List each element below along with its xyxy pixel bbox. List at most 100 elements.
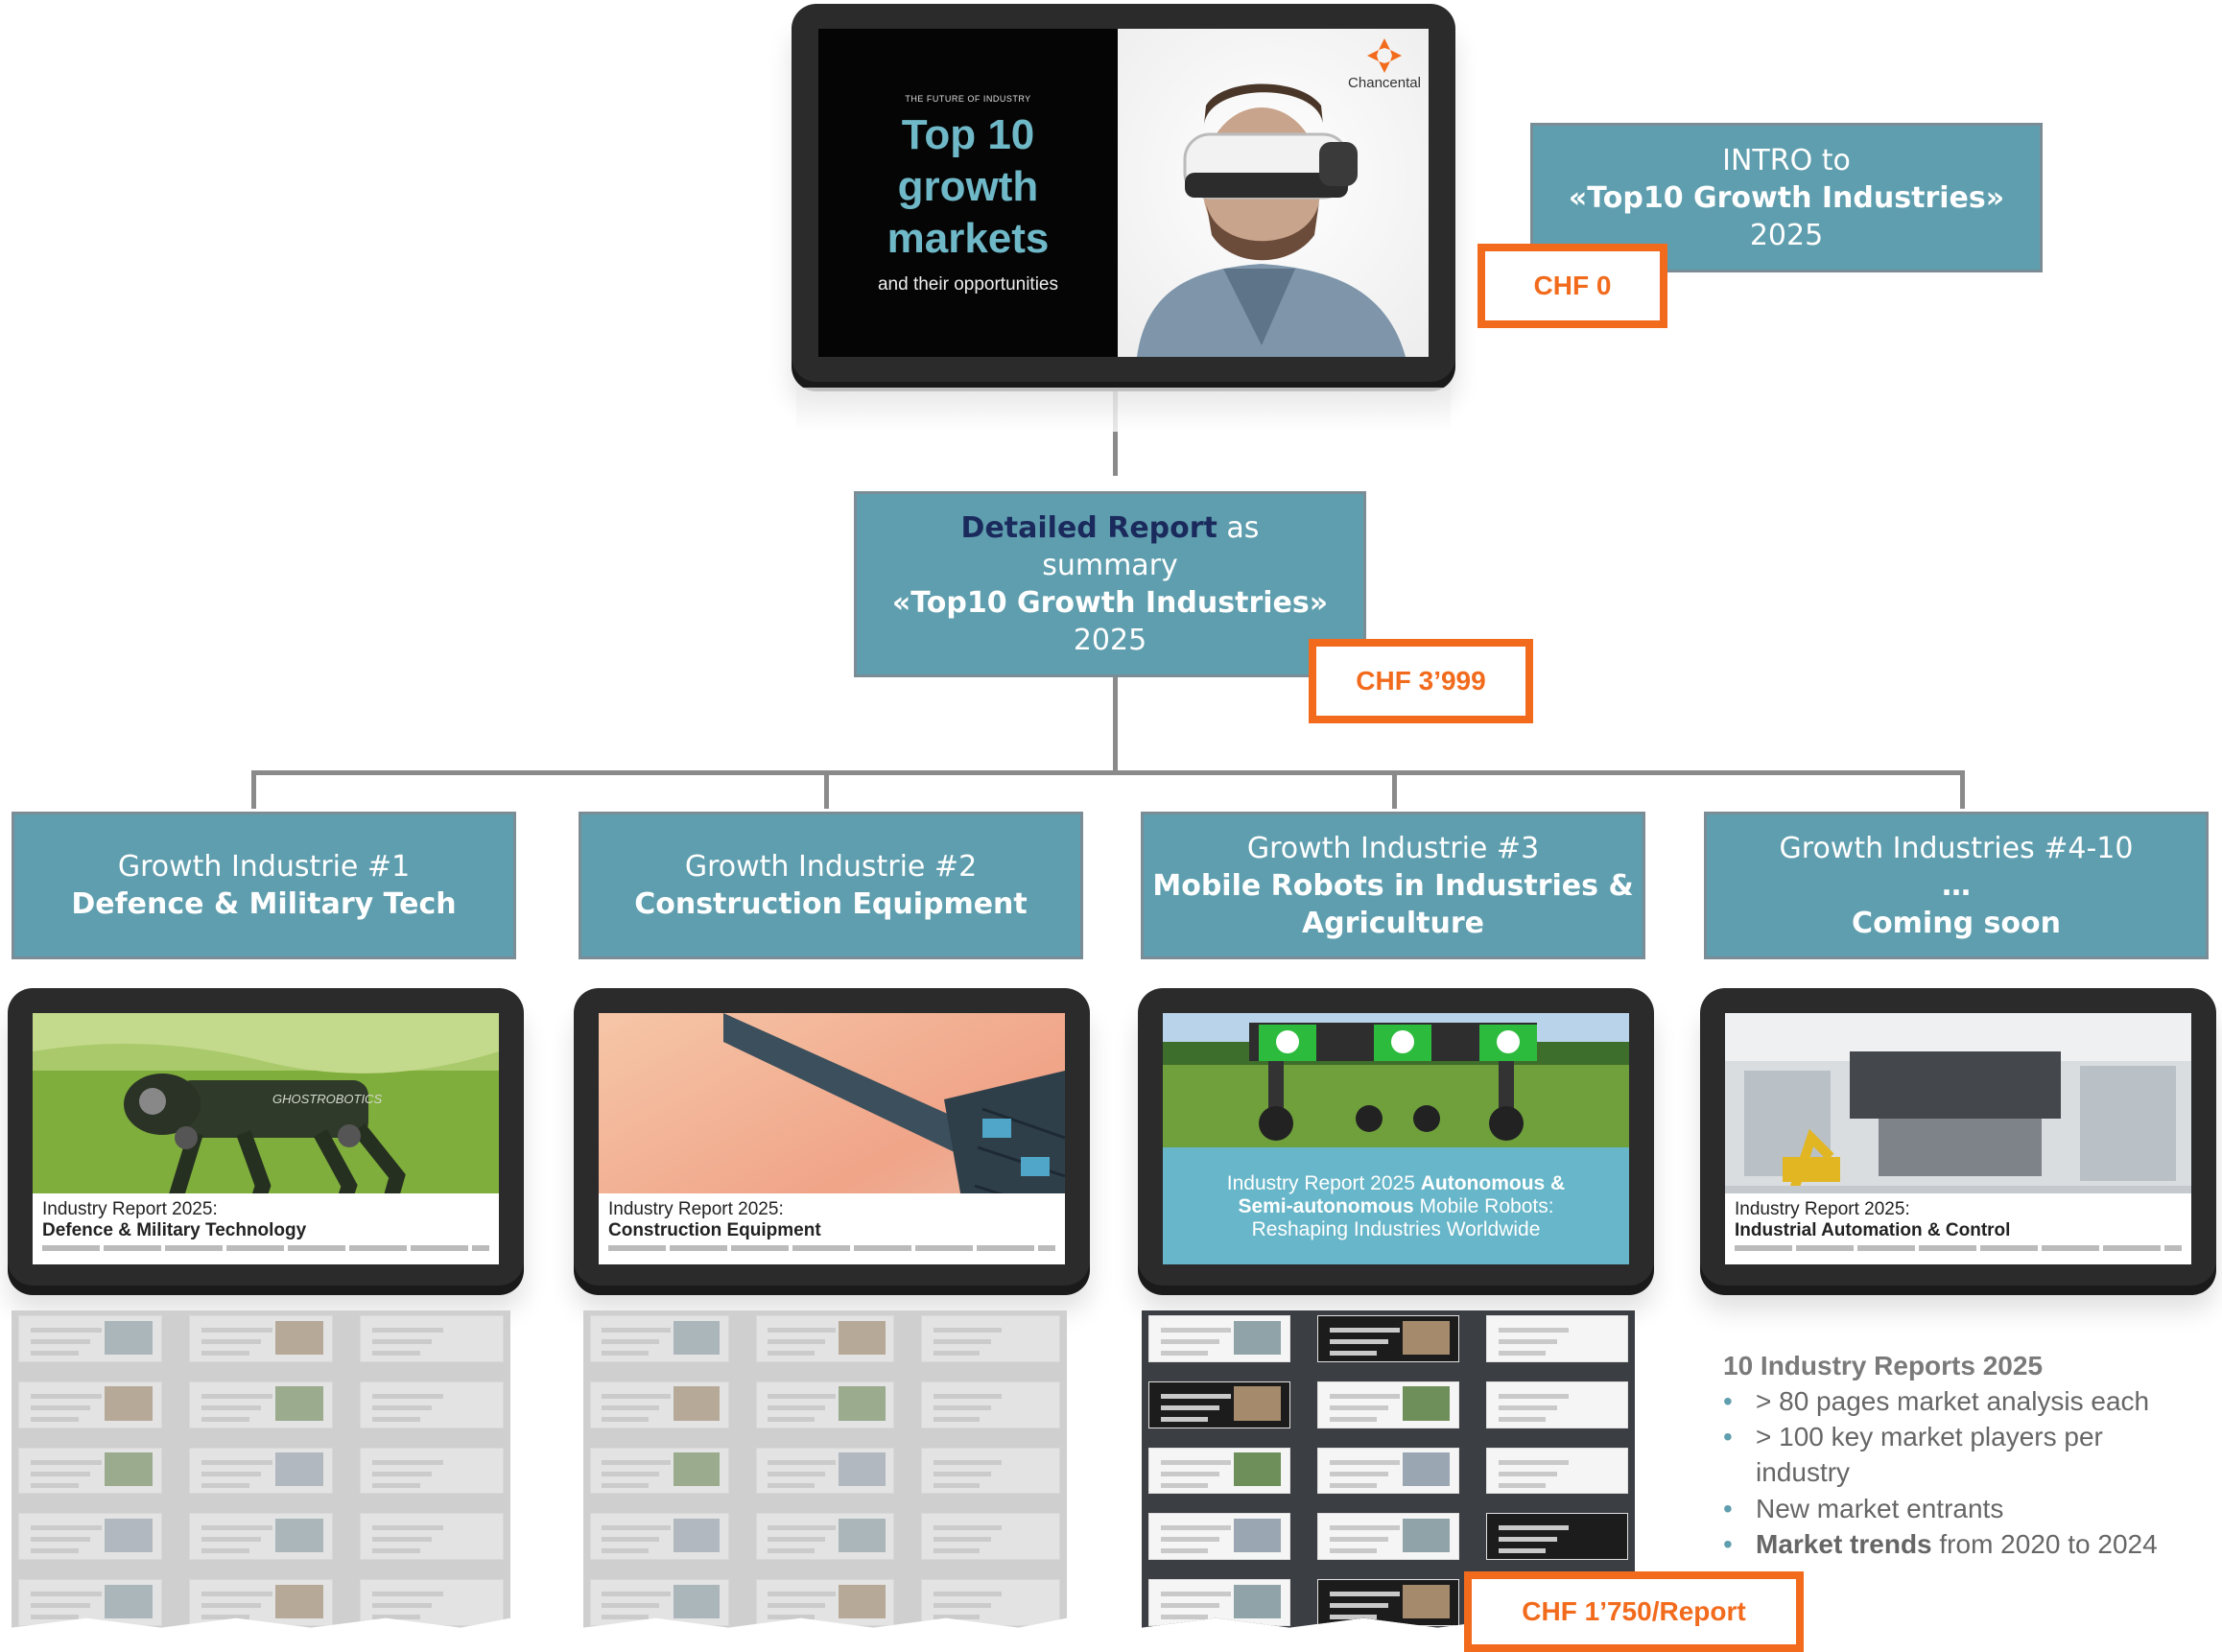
page-thumbnail bbox=[19, 1580, 161, 1625]
thumb-text-line bbox=[933, 1548, 981, 1554]
report-4-title-1: Industry Report 2025: bbox=[1735, 1199, 1910, 1219]
report-3-title-2: Semi-autonomous Mobile Robots: bbox=[1163, 1195, 1629, 1218]
thumb-text-line bbox=[768, 1339, 825, 1344]
page-thumbnail bbox=[1318, 1448, 1458, 1494]
thumb-picture bbox=[1233, 1386, 1282, 1421]
report-2-caption: Industry Report 2025: Construction Equip… bbox=[599, 1193, 1065, 1264]
thumb-text-line bbox=[768, 1328, 837, 1333]
thumb-picture bbox=[274, 1519, 324, 1553]
thumb-text-line bbox=[1329, 1482, 1378, 1488]
thumb-text-line bbox=[602, 1471, 660, 1476]
report-3-title-2b: Mobile Robots: bbox=[1413, 1195, 1554, 1217]
thumb-text-line bbox=[1160, 1482, 1209, 1488]
thumb-text-line bbox=[768, 1404, 825, 1410]
thumb-text-line bbox=[30, 1471, 90, 1476]
thumb-text-line bbox=[1329, 1328, 1400, 1333]
thumb-text-line bbox=[602, 1339, 660, 1344]
thumb-text-line bbox=[1160, 1537, 1219, 1543]
page-thumbnail bbox=[756, 1514, 894, 1560]
page-thumbnail bbox=[190, 1580, 332, 1625]
report-tablet-4: Industry Report 2025: Industrial Automat… bbox=[1700, 988, 2216, 1286]
thumb-text-line bbox=[371, 1603, 432, 1609]
report-4-caption: Industry Report 2025: Industrial Automat… bbox=[1725, 1193, 2191, 1264]
connector-drop-1 bbox=[251, 770, 256, 809]
page-thumbnail bbox=[1487, 1514, 1627, 1560]
connector-drop-2 bbox=[824, 770, 829, 809]
page-thumbnail bbox=[19, 1381, 161, 1428]
thumb-text-line bbox=[371, 1471, 432, 1476]
thumb-text-line bbox=[30, 1615, 80, 1620]
thumb-picture bbox=[673, 1584, 721, 1618]
report-4-screen: Industry Report 2025: Industrial Automat… bbox=[1725, 1013, 2191, 1264]
industry-3-line-3: Agriculture bbox=[1301, 906, 1485, 940]
thumb-text-line bbox=[201, 1603, 261, 1609]
thumb-text-line bbox=[371, 1615, 421, 1620]
page-thumbnail bbox=[1149, 1514, 1289, 1560]
page-thumbnail bbox=[19, 1316, 161, 1361]
page-thumbnail bbox=[591, 1580, 728, 1625]
industry-1-line-1: Growth Industrie #1 bbox=[117, 850, 411, 884]
thumb-picture bbox=[104, 1584, 154, 1618]
page-thumbnail bbox=[922, 1381, 1059, 1428]
thumb-text-line bbox=[1329, 1525, 1400, 1531]
thumb-text-line bbox=[768, 1459, 837, 1465]
page-thumbnail bbox=[1149, 1381, 1289, 1428]
vr-person-image bbox=[1118, 29, 1429, 357]
thumb-text-line bbox=[602, 1592, 671, 1597]
report-2-page-stack bbox=[583, 1310, 1067, 1628]
thumb-text-line bbox=[1329, 1615, 1378, 1620]
detailed-report-box: Detailed Report as summary «Top10 Growth… bbox=[854, 491, 1366, 677]
thumb-text-line bbox=[201, 1537, 261, 1543]
connector-drop-4 bbox=[1960, 770, 1965, 809]
page-thumbnail bbox=[591, 1316, 728, 1361]
thumb-text-line bbox=[1329, 1537, 1388, 1543]
page-thumbnail bbox=[756, 1381, 894, 1428]
thumb-picture bbox=[1233, 1584, 1282, 1618]
thumb-text-line bbox=[201, 1525, 272, 1531]
page-thumbnail bbox=[1487, 1316, 1627, 1361]
thumb-text-line bbox=[30, 1459, 102, 1465]
industry-4-line-1: Growth Industries #4-10 bbox=[1779, 831, 2134, 865]
thumb-text-line bbox=[1329, 1592, 1400, 1597]
page-thumbnail bbox=[1149, 1316, 1289, 1361]
thumb-text-line bbox=[1160, 1393, 1231, 1399]
thumb-text-line bbox=[933, 1351, 981, 1356]
thumb-text-line bbox=[371, 1393, 443, 1399]
report-2-title-1: Industry Report 2025: bbox=[608, 1199, 784, 1219]
cover-eyebrow: THE FUTURE OF INDUSTRY bbox=[905, 94, 1031, 104]
thumb-text-line bbox=[201, 1615, 250, 1620]
thumb-text-line bbox=[30, 1525, 102, 1531]
report-1-text-line bbox=[42, 1245, 489, 1251]
thumb-text-line bbox=[768, 1482, 815, 1488]
report-1-title-2: Defence & Military Technology bbox=[42, 1220, 307, 1240]
thumb-text-line bbox=[768, 1615, 815, 1620]
thumb-text-line bbox=[1498, 1471, 1557, 1476]
page-thumbnail bbox=[1149, 1448, 1289, 1494]
thumb-text-line bbox=[1498, 1525, 1569, 1531]
thumb-text-line bbox=[371, 1416, 421, 1422]
thumb-text-line bbox=[768, 1592, 837, 1597]
thumb-text-line bbox=[768, 1525, 837, 1531]
thumb-text-line bbox=[1329, 1404, 1388, 1410]
intro-price-tag: CHF 0 bbox=[1477, 244, 1667, 328]
thumb-text-line bbox=[933, 1592, 1003, 1597]
thumb-picture bbox=[274, 1386, 324, 1421]
thumb-text-line bbox=[602, 1548, 649, 1554]
thumb-picture bbox=[1402, 1386, 1451, 1421]
thumb-text-line bbox=[933, 1482, 981, 1488]
thumb-text-line bbox=[933, 1525, 1003, 1531]
thumb-text-line bbox=[602, 1393, 671, 1399]
page-thumbnail bbox=[591, 1514, 728, 1560]
page-thumbnail bbox=[922, 1448, 1059, 1494]
page-thumbnail bbox=[922, 1580, 1059, 1625]
thumb-picture bbox=[839, 1386, 886, 1421]
thumb-text-line bbox=[1329, 1393, 1400, 1399]
thumb-text-line bbox=[201, 1548, 250, 1554]
intro-line-3: 2025 bbox=[1749, 218, 1824, 252]
page-thumbnail bbox=[190, 1381, 332, 1428]
thumb-picture bbox=[839, 1320, 886, 1355]
thumb-text-line bbox=[1160, 1548, 1209, 1554]
thumb-picture bbox=[274, 1452, 324, 1487]
detailed-price-tag: CHF 3’999 bbox=[1309, 639, 1533, 723]
thumb-text-line bbox=[371, 1351, 421, 1356]
